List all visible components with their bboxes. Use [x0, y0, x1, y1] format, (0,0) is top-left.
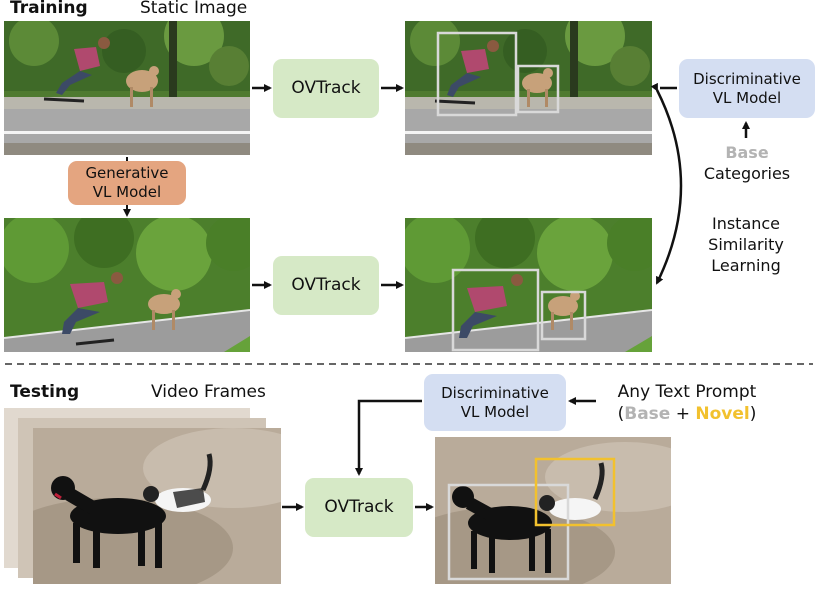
static-image-tracked — [405, 21, 652, 155]
static-image-original — [4, 21, 250, 155]
prompt-line1: Any Text Prompt — [617, 382, 757, 402]
generated-image-original — [4, 218, 250, 352]
ovtrack-training-static: OVTrack — [273, 59, 379, 118]
instance-similarity-learning-label: Instance Similarity Learning — [692, 213, 800, 276]
ovtrack-training-generated: OVTrack — [273, 256, 379, 315]
categories-word: Categories — [703, 164, 791, 183]
ovtrack-label: OVTrack — [291, 78, 361, 98]
discriminative-line1: Discriminative — [693, 69, 801, 88]
testing-output-image — [435, 437, 671, 584]
ovtrack-testing: OVTrack — [305, 478, 413, 537]
instance-word: Instance — [711, 214, 781, 233]
arrow-discriminative-to-ovtrack — [355, 399, 422, 476]
static-image-label: Static Image — [140, 0, 248, 18]
arrow-instance-similarity — [650, 82, 683, 285]
generative-vl-model-box: Generative VL Model — [68, 161, 186, 205]
testing-label: Testing — [10, 382, 80, 402]
learning-word: Learning — [711, 256, 781, 275]
prompt-plus: + — [670, 404, 696, 424]
discriminative-line2: VL Model — [712, 88, 782, 107]
prompt-open-paren: ( — [617, 404, 625, 424]
video-frame-front — [33, 428, 281, 584]
prompt-line2: (Base + Novel) — [597, 403, 777, 425]
base-word: Base — [725, 143, 769, 162]
video-frames-label: Video Frames — [151, 382, 266, 402]
similarity-word: Similarity — [708, 235, 784, 254]
discriminative-line2: VL Model — [460, 402, 530, 421]
prompt-novel-word: Novel — [695, 404, 750, 424]
text-prompt-label: Any Text Prompt (Base + Novel) — [597, 381, 777, 425]
generated-image-tracked — [405, 218, 652, 352]
base-categories-label: Base Categories — [690, 142, 804, 184]
ovtrack-label: OVTrack — [324, 497, 394, 517]
generative-line2: VL Model — [92, 183, 162, 201]
discriminative-vl-model-testing-box: Discriminative VL Model — [424, 374, 566, 431]
prompt-base-word: Base — [624, 404, 671, 424]
prompt-close-paren: ) — [749, 404, 757, 424]
training-label: Training — [10, 0, 88, 18]
discriminative-vl-model-training-box: Discriminative VL Model — [679, 59, 815, 118]
discriminative-line1: Discriminative — [441, 383, 549, 402]
generative-line1: Generative — [85, 164, 169, 182]
ovtrack-label: OVTrack — [291, 275, 361, 295]
